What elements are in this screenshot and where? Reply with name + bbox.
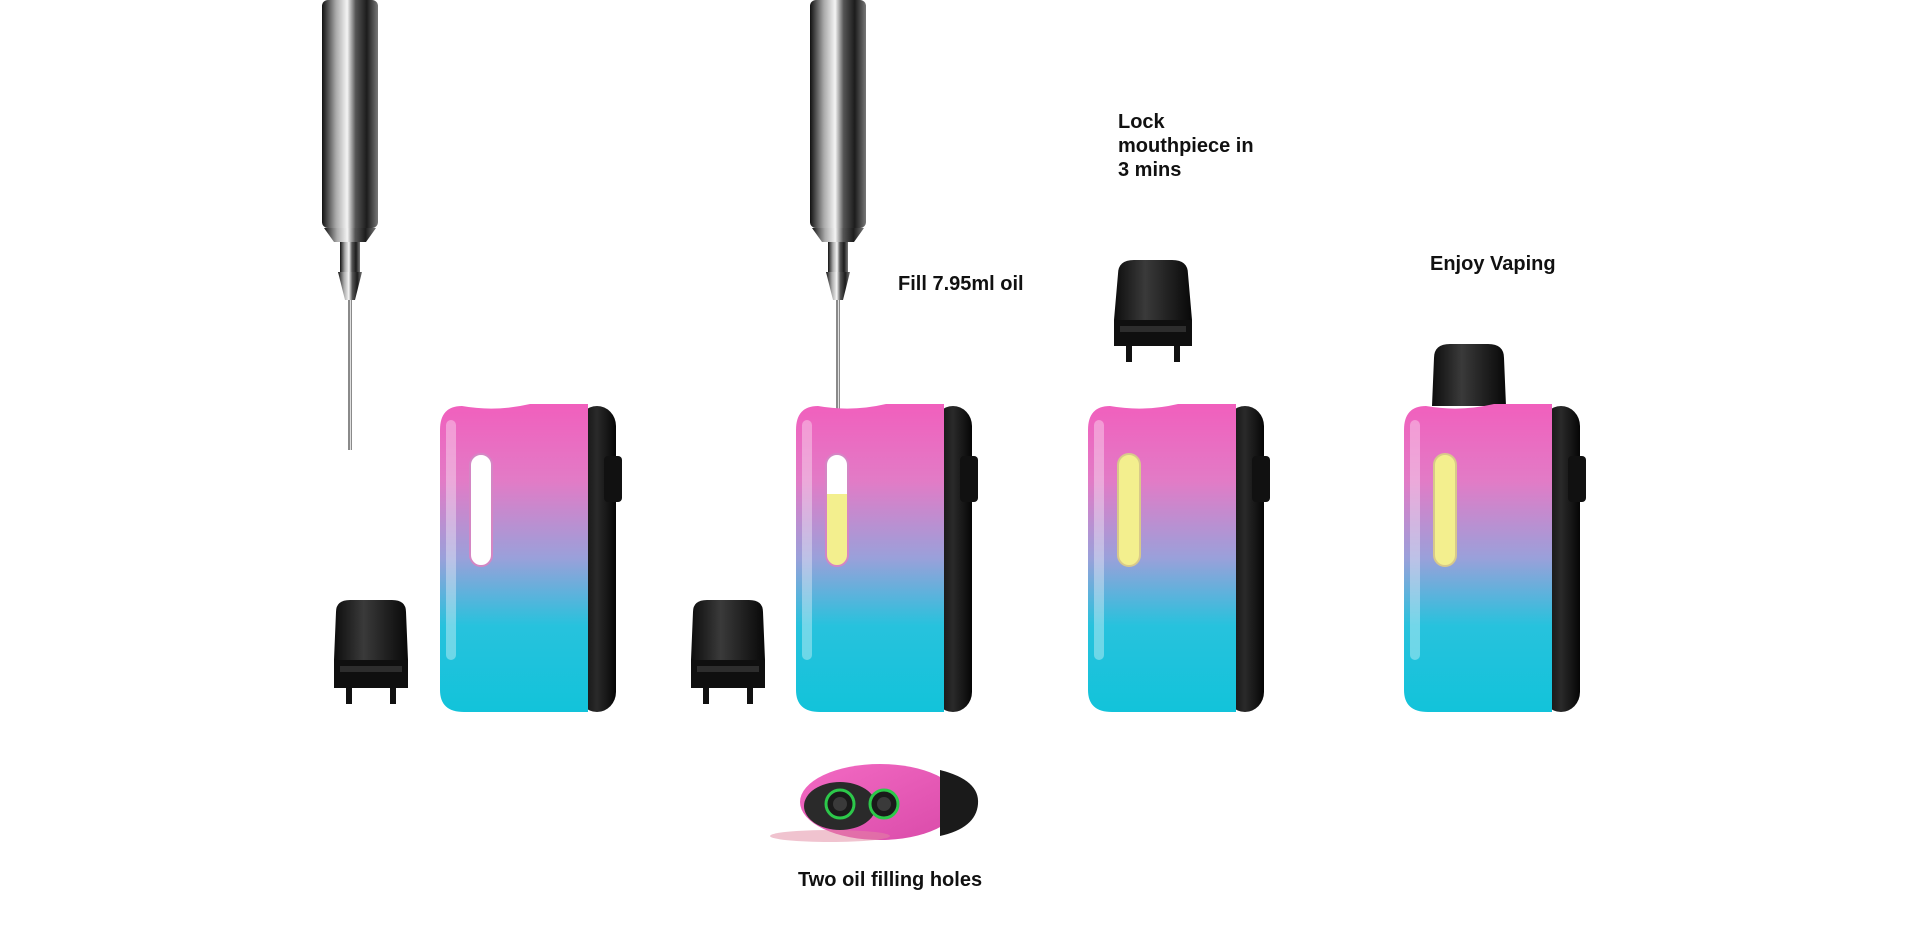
step-1-syringe	[322, 0, 378, 450]
step-2-mouthpiece	[691, 600, 765, 704]
lock-label: Lock mouthpiece in 3 mins	[1118, 110, 1254, 182]
lock-label-line-2: mouthpiece in	[1118, 135, 1254, 157]
step-4-device	[1404, 344, 1586, 712]
step-1-mouthpiece	[334, 600, 408, 704]
oil-level-partial	[826, 494, 848, 566]
step-2-device	[796, 404, 978, 712]
fill-label: Fill 7.95ml oil	[898, 273, 1024, 295]
holes-label: Two oil filling holes	[798, 869, 983, 891]
step-2-top-view	[770, 764, 979, 842]
lock-label-line-3: 3 mins	[1118, 159, 1182, 181]
step-3-device	[1088, 404, 1270, 712]
enjoy-label: Enjoy Vaping	[1430, 253, 1556, 275]
step-2-syringe	[810, 0, 866, 410]
step-1-device	[440, 404, 622, 712]
step-4-mouthpiece	[1432, 344, 1506, 406]
step-3-mouthpiece	[1114, 260, 1192, 362]
oil-level-full	[1118, 454, 1140, 566]
lock-label-line-1: Lock	[1118, 111, 1165, 133]
oil-window	[470, 454, 492, 566]
